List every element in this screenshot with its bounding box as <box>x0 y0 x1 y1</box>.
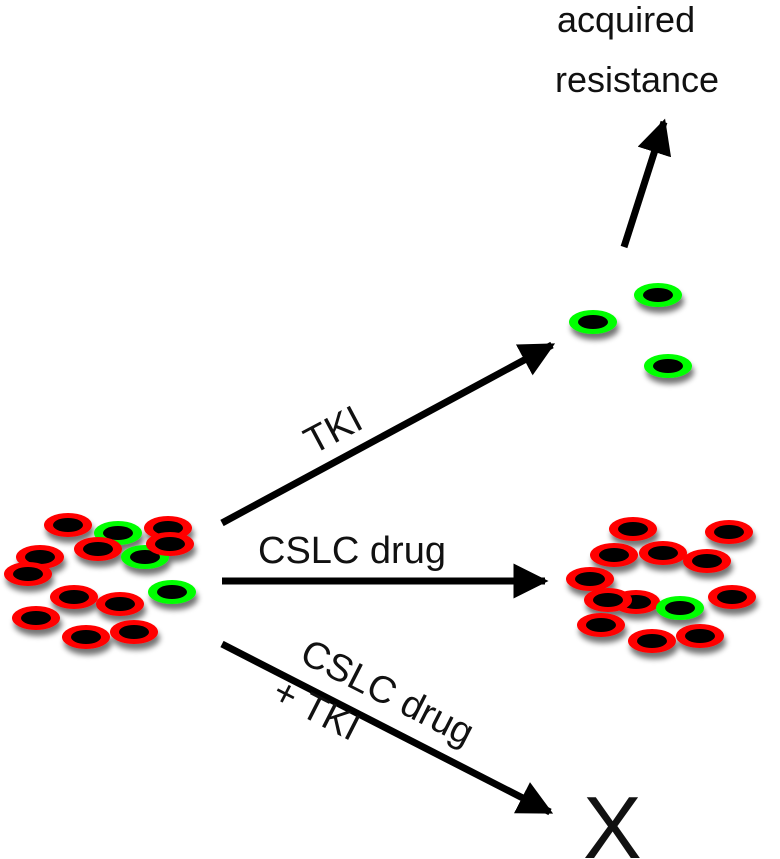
cell-nucleus <box>599 548 629 562</box>
combo-arrow <box>220 640 554 816</box>
cell-nucleus <box>643 288 673 302</box>
cell-nucleus <box>692 554 722 568</box>
cell-nucleus <box>105 597 135 611</box>
cell-nucleus <box>637 634 667 648</box>
initial-tumor-cluster <box>4 513 196 649</box>
cell-nucleus <box>53 518 83 532</box>
cell-nucleus <box>59 590 89 604</box>
cell-nucleus <box>586 618 616 632</box>
cell-nucleus <box>575 572 605 586</box>
cell-nucleus <box>157 585 187 599</box>
cell-nucleus <box>618 522 648 536</box>
cell-nucleus <box>119 625 149 639</box>
cell-nucleus <box>685 629 715 643</box>
cell-nucleus <box>103 526 133 540</box>
tki-survivor-cluster <box>569 283 692 378</box>
resistance-arrow <box>620 118 672 249</box>
cell-nucleus <box>130 550 160 564</box>
cell-nucleus <box>714 525 744 539</box>
cell-nucleus <box>593 593 623 607</box>
cell-nucleus <box>13 567 43 581</box>
tki-arrow <box>220 341 556 527</box>
cell-nucleus <box>155 537 185 551</box>
cell-nucleus <box>25 550 55 564</box>
acquired-resistance-label: acquired resistance <box>555 0 719 100</box>
cell-nucleus <box>578 315 608 329</box>
cell-nucleus <box>653 359 683 373</box>
cell-nucleus <box>648 546 678 560</box>
cell-nucleus <box>665 601 695 615</box>
cslc-drug-label: CSLC drug <box>258 530 446 572</box>
cell-nucleus <box>717 590 747 604</box>
cslc-drug-cluster <box>566 517 756 653</box>
cell-nucleus <box>153 521 183 535</box>
cell-nucleus <box>83 542 113 556</box>
cell-nucleus <box>71 630 101 644</box>
eliminated-x-mark: X <box>583 778 642 859</box>
cell-nucleus <box>21 611 51 625</box>
